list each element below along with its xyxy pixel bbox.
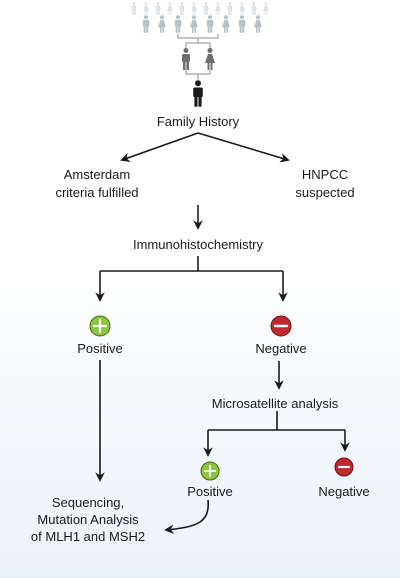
flow-connectors — [95, 132, 350, 535]
msi-branch-line — [208, 411, 345, 431]
parents-row — [182, 48, 215, 70]
msi-label: Microsatellite analysis — [211, 396, 339, 411]
criteria-fulfilled-label: criteria fulfilled — [55, 185, 139, 200]
negative-2-minus-circle-icon — [334, 457, 354, 477]
grandparents-row — [142, 15, 262, 33]
family-tree — [131, 2, 269, 107]
sequencing-label-line1: Sequencing, — [51, 495, 125, 510]
sequencing-label-line3: of MLH1 and MSH2 — [30, 529, 146, 544]
arrow-positive-2-to-sequencing — [164, 499, 209, 535]
patient-icon — [193, 80, 203, 107]
family-history-label: Family History — [156, 114, 240, 129]
suspected-label: suspected — [295, 185, 355, 200]
positive-2-label: Positive — [187, 484, 233, 499]
pedigree-connectors — [177, 34, 219, 80]
amsterdam-label: Amsterdam — [63, 167, 131, 182]
negative-1-label: Negative — [255, 341, 307, 356]
positive-2-plus-circle-icon — [200, 461, 220, 481]
ancestors-row-faint — [131, 2, 269, 15]
negative-2-label: Negative — [318, 484, 370, 499]
arrow-to-hnpcc — [197, 132, 290, 163]
negative-1-minus-circle-icon — [270, 315, 292, 337]
positive-1-label: Positive — [77, 341, 123, 356]
sequencing-label-line2: Mutation Analysis — [37, 512, 139, 527]
ihc-label: Immunohistochemistry — [132, 237, 264, 252]
ihc-branch-line — [100, 256, 283, 272]
hnpcc-label: HNPCC — [301, 167, 349, 182]
positive-1-plus-circle-icon — [89, 315, 111, 337]
arrow-to-amsterdam — [120, 132, 199, 162]
